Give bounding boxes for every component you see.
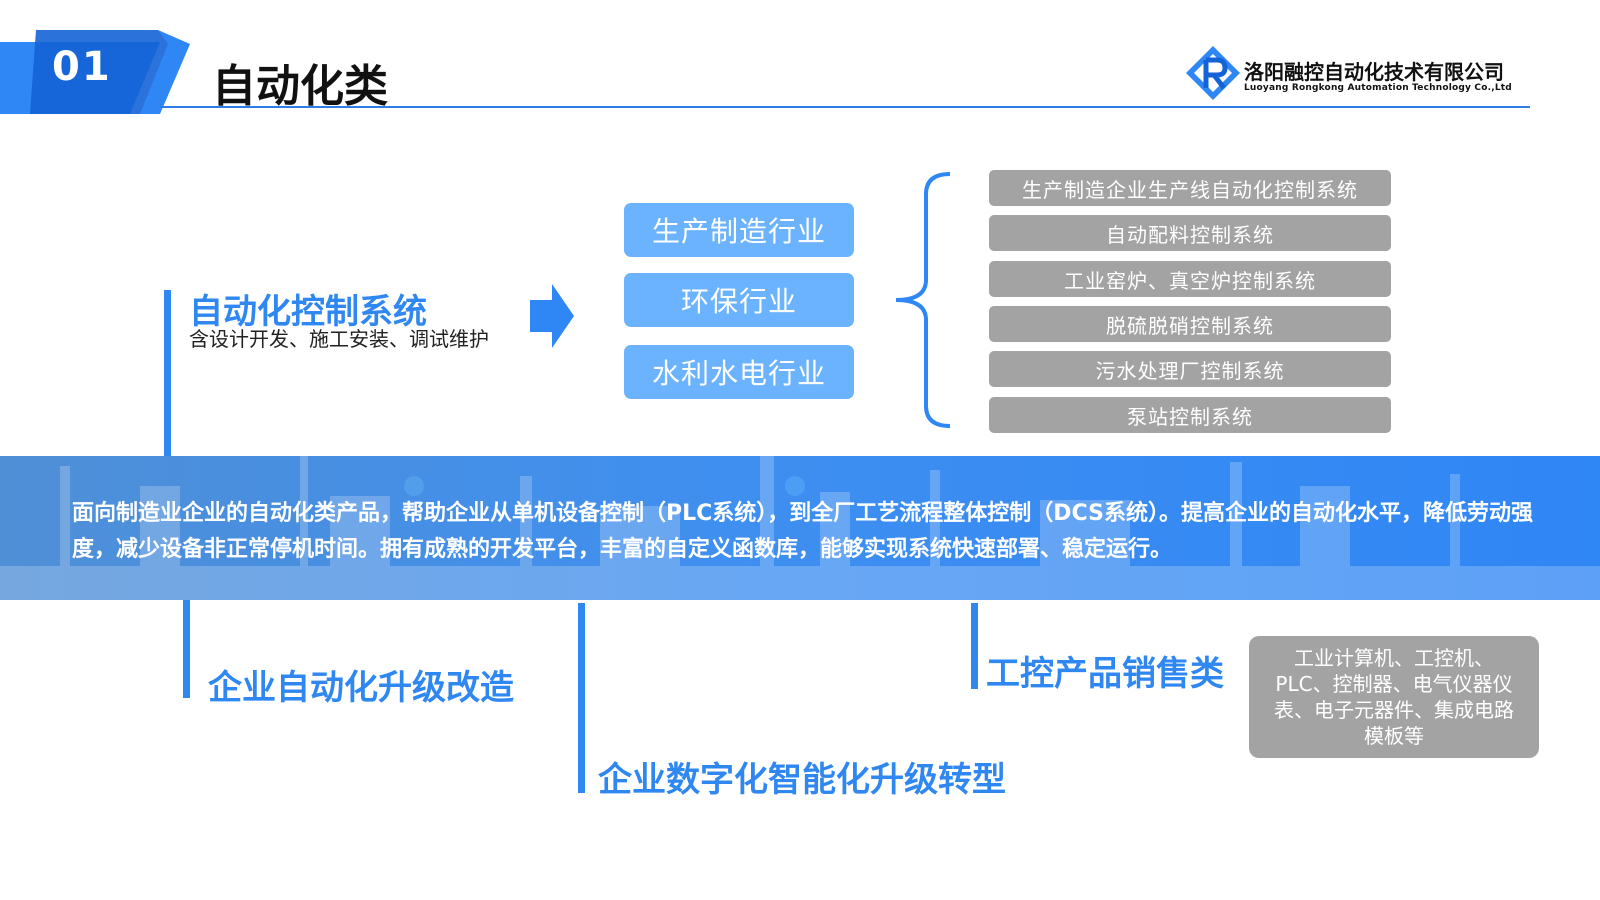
rongkong-logo-icon [1186, 46, 1240, 100]
digital-transformation-title: 企业数字化智能化升级转型 [598, 760, 1006, 800]
system-item: 工业窑炉、真空炉控制系统 [989, 261, 1391, 297]
left-brace-icon [895, 172, 951, 428]
right-arrow-icon [530, 284, 574, 348]
factory-silhouette-background [0, 456, 1600, 600]
section-number: 01 [52, 44, 112, 90]
system-item: 生产制造企业生产线自动化控制系统 [989, 170, 1391, 206]
company-name-en: Luoyang Rongkong Automation Technology C… [1244, 83, 1512, 93]
sales-products-box: 工业计算机、工控机、PLC、控制器、电气仪器仪表、电子元器件、集成电路模板等 [1249, 636, 1539, 758]
upgrade-accent-bar [183, 600, 190, 698]
industry-environmental: 环保行业 [624, 273, 854, 327]
digital-accent-bar [578, 603, 585, 793]
company-name-cn: 洛阳融控自动化技术有限公司 [1244, 60, 1504, 84]
industry-manufacturing: 生产制造行业 [624, 203, 854, 257]
system-item: 泵站控制系统 [989, 397, 1391, 433]
system-item: 脱硫脱硝控制系统 [989, 306, 1391, 342]
automation-control-description: 含设计开发、施工安装、调试维护 [189, 327, 489, 351]
enterprise-automation-upgrade-title: 企业自动化升级改造 [208, 668, 514, 708]
section-accent-bar [164, 290, 171, 460]
sales-products-list: 工业计算机、工控机、PLC、控制器、电气仪器仪表、电子元器件、集成电路模板等 [1274, 646, 1514, 748]
section-number-badge [0, 30, 190, 114]
industry-hydropower: 水利水电行业 [624, 345, 854, 399]
banner-description: 面向制造业企业的自动化类产品，帮助企业从单机设备控制（PLC系统），到全厂工艺流… [72, 501, 1533, 562]
industrial-product-sales-title: 工控产品销售类 [986, 654, 1224, 694]
sales-accent-bar [971, 603, 978, 689]
description-banner [0, 456, 1600, 600]
page-title: 自动化类 [212, 61, 388, 112]
header-divider [160, 106, 1530, 108]
automation-control-title: 自动化控制系统 [189, 292, 427, 332]
system-item: 自动配料控制系统 [989, 215, 1391, 251]
system-item: 污水处理厂控制系统 [989, 351, 1391, 387]
